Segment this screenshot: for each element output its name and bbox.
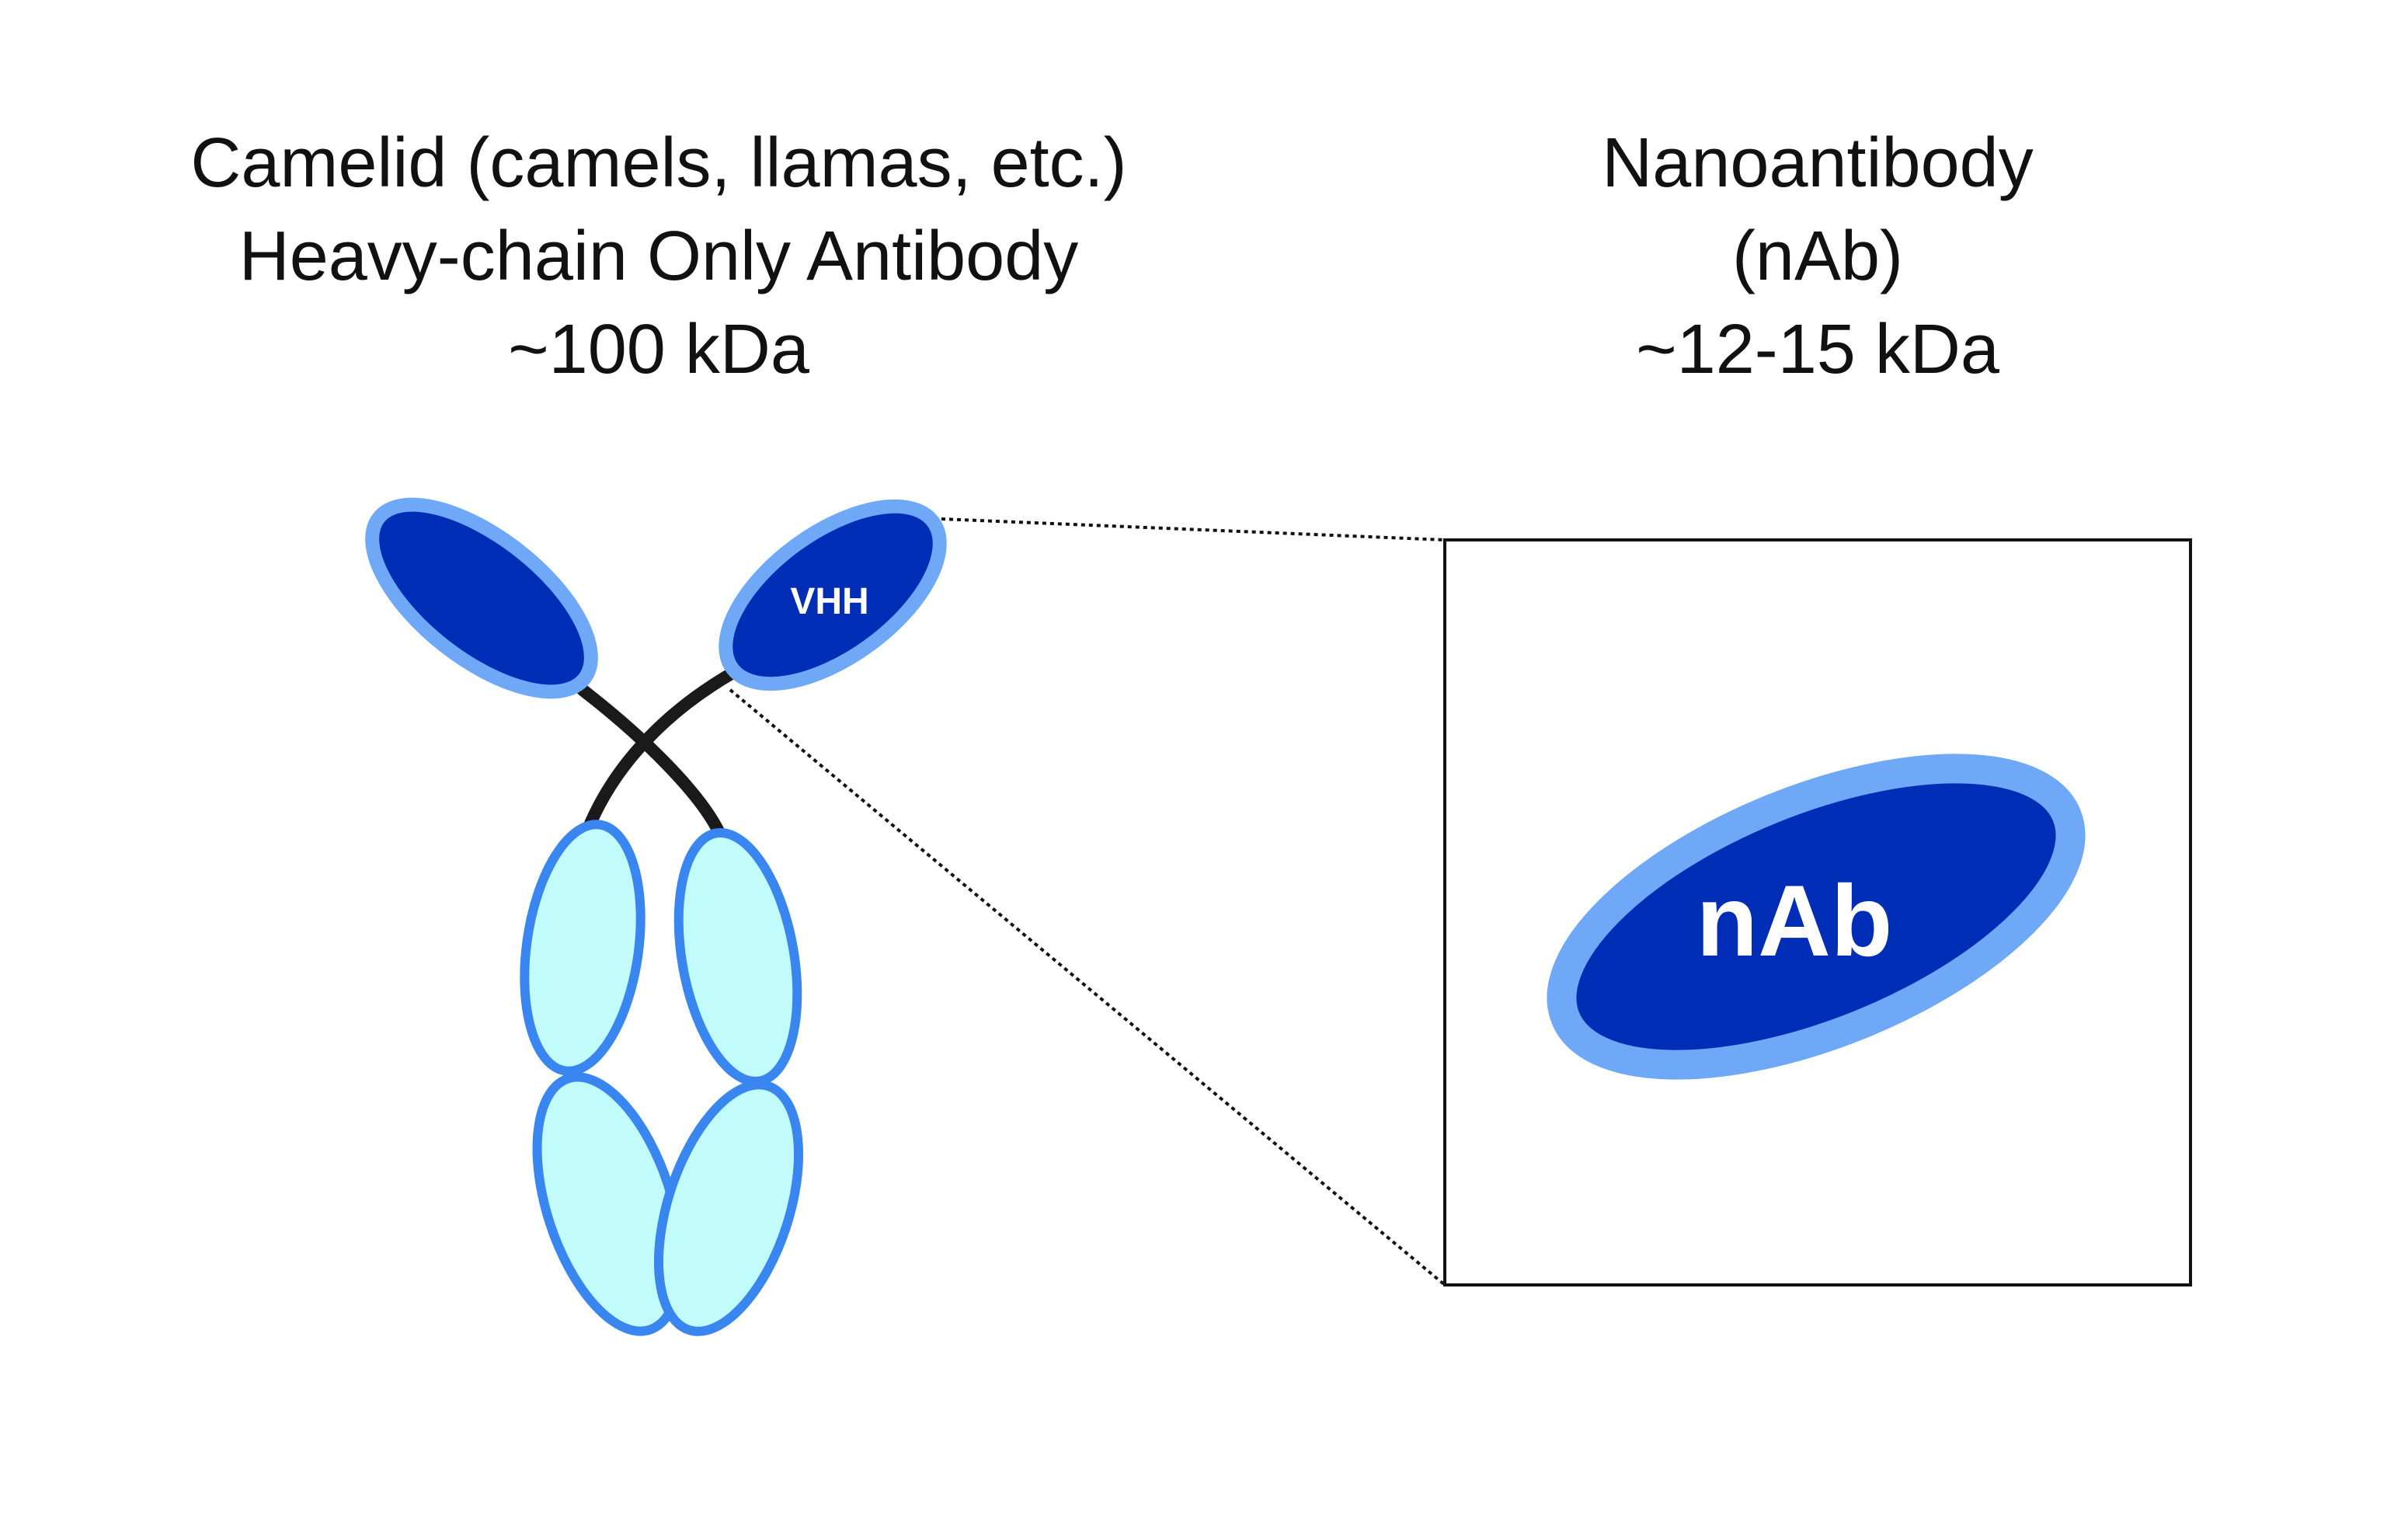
hinge-line-left bbox=[576, 684, 725, 837]
constant-domains bbox=[520, 820, 804, 1336]
right-heading-line-3: ~12-15 kDa bbox=[1636, 311, 2000, 388]
constant-domain-upper-left bbox=[520, 820, 645, 1076]
left-heading-line-3: ~100 kDa bbox=[508, 311, 810, 388]
nab-domain bbox=[1547, 754, 2086, 1080]
left-heading-line-2: Heavy-chain Only Antibody bbox=[239, 218, 1079, 295]
variable-domains: VHH bbox=[365, 497, 947, 699]
right-heading-line-1: Nanoantibody bbox=[1602, 124, 2033, 202]
constant-domain-lower-right bbox=[653, 1080, 804, 1336]
right-heading: Nanoantibody (nAb) ~12-15 kDa bbox=[1602, 124, 2033, 388]
nab-label: nAb bbox=[1696, 864, 1893, 977]
right-heading-line-2: (nAb) bbox=[1732, 218, 1903, 295]
zoom-line-top bbox=[941, 517, 1446, 541]
left-heading-line-1: Camelid (camels, llamas, etc.) bbox=[190, 124, 1126, 202]
vhh-domain-right bbox=[719, 499, 947, 691]
zoom-line-bottom bbox=[729, 688, 1446, 1286]
hinge-lines bbox=[576, 668, 736, 837]
hinge-line-right bbox=[584, 668, 736, 830]
constant-domain-upper-right bbox=[673, 827, 802, 1087]
vhh-label: VHH bbox=[790, 581, 868, 622]
zoom-lines bbox=[729, 517, 1446, 1286]
left-heading: Camelid (camels, llamas, etc.) Heavy-cha… bbox=[190, 124, 1126, 388]
nanoantibody: nAb bbox=[1547, 754, 2086, 1080]
vhh-domain-left bbox=[365, 497, 598, 699]
